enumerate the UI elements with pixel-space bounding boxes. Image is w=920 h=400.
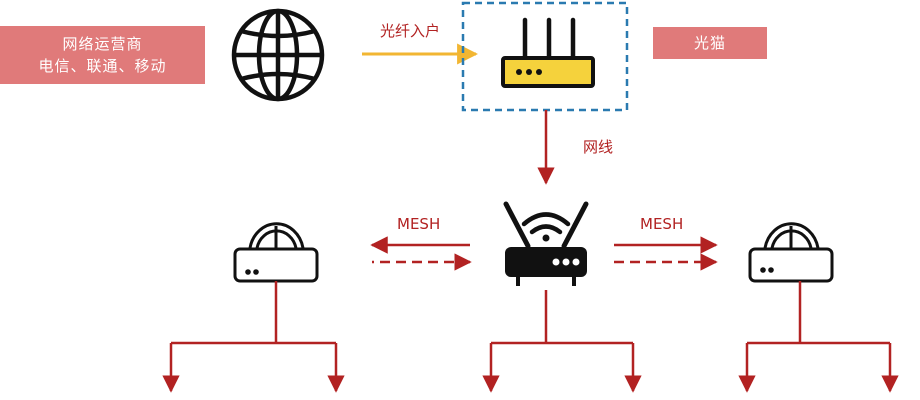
modem-label-box: 光猫 xyxy=(653,27,767,59)
isp-label-box: 网络运营商 电信、联通、移动 xyxy=(0,26,205,84)
modem-label: 光猫 xyxy=(693,34,726,52)
fiber-link-label: 光纤入户 xyxy=(380,22,441,40)
right-mesh-node-icon xyxy=(748,222,834,283)
isp-label-line2: 电信、联通、移动 xyxy=(38,57,167,75)
middle-branch-lines xyxy=(482,290,642,393)
globe-icon xyxy=(231,8,325,102)
left-mesh-node-icon xyxy=(233,222,319,283)
modem-icon xyxy=(501,17,595,88)
mesh-right-label: MESH xyxy=(640,215,684,233)
right-branch-lines xyxy=(738,281,899,393)
left-branch-lines xyxy=(162,281,345,393)
cable-link-label: 网线 xyxy=(583,138,614,156)
main-router-icon xyxy=(503,201,589,286)
isp-label-line1: 网络运营商 xyxy=(62,35,143,53)
mesh-left-label: MESH xyxy=(397,215,441,233)
